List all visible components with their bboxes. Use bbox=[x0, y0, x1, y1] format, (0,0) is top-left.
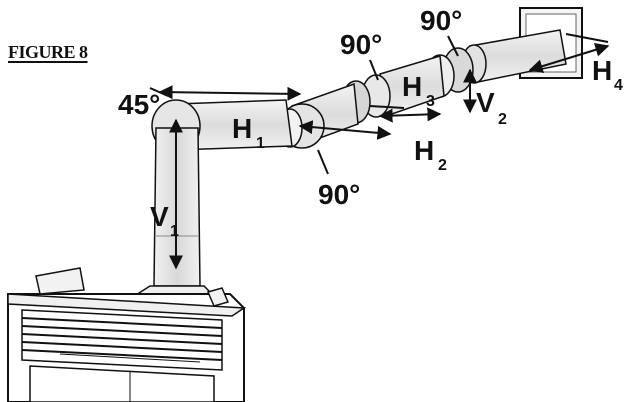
h1-arrow bbox=[158, 85, 302, 101]
label-angle-90-top-right: 90° bbox=[420, 5, 462, 36]
label-angle-90-bottom: 90° bbox=[318, 179, 360, 210]
label-angle-45: 45° bbox=[118, 89, 160, 120]
label-h1-sub: 1 bbox=[256, 135, 265, 152]
figure-title: FIGURE 8 bbox=[8, 42, 88, 62]
pipe-v1 bbox=[125, 127, 220, 301]
label-angle-90-top-left: 90° bbox=[340, 29, 382, 60]
h3-arrow bbox=[378, 107, 442, 123]
label-h2: H bbox=[414, 135, 434, 166]
fireplace-unit bbox=[7, 267, 247, 402]
label-h3: H bbox=[402, 71, 422, 102]
label-v1: V bbox=[150, 201, 169, 232]
label-h4-sub: 4 bbox=[614, 77, 623, 94]
h2-arrow bbox=[298, 120, 392, 140]
dimension-arrows bbox=[149, 33, 610, 270]
h4-arrow bbox=[528, 43, 610, 73]
label-h4: H bbox=[592, 55, 612, 86]
label-h2-sub: 2 bbox=[438, 157, 447, 174]
label-v1-sub: 1 bbox=[170, 223, 179, 240]
label-h1: H bbox=[232, 113, 252, 144]
labels: 45° 90° 90° 90° V 1 V 2 H 1 H 2 H 3 H 4 bbox=[118, 5, 623, 240]
label-v2-sub: 2 bbox=[498, 111, 507, 128]
label-v2: V bbox=[476, 87, 495, 118]
label-h3-sub: 3 bbox=[426, 93, 435, 110]
